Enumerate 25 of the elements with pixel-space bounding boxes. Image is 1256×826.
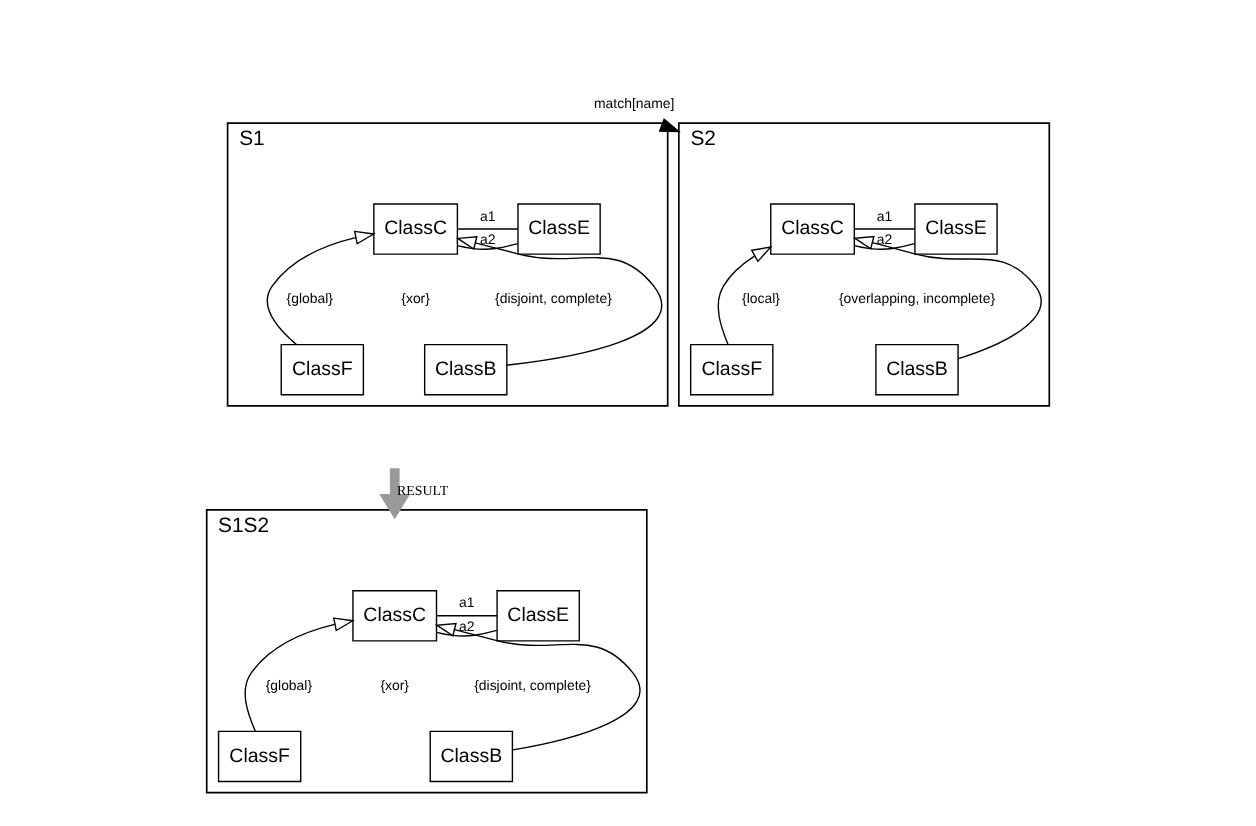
node-box: ClassB bbox=[423, 343, 508, 396]
node-box: ClassE bbox=[496, 590, 580, 642]
node-box: ClassF bbox=[689, 343, 774, 396]
connector bbox=[456, 228, 519, 230]
arrow bbox=[244, 617, 355, 732]
node-box: ClassB bbox=[875, 343, 959, 396]
node-box: ClassC bbox=[352, 590, 438, 642]
node-box: ClassC bbox=[373, 203, 459, 255]
connector bbox=[435, 615, 498, 617]
arrow bbox=[434, 622, 641, 751]
connector bbox=[853, 228, 916, 230]
node-box: ClassE bbox=[517, 203, 601, 255]
connector bbox=[853, 242, 916, 250]
node-box: ClassC bbox=[770, 203, 855, 255]
node-box: ClassF bbox=[280, 343, 365, 396]
node-box: ClassE bbox=[914, 203, 998, 255]
arrow bbox=[852, 235, 1042, 360]
arrow bbox=[455, 235, 663, 366]
arrow bbox=[379, 468, 411, 520]
arrow bbox=[717, 246, 773, 345]
node-box: ClassF bbox=[217, 730, 302, 783]
node-box: ClassB bbox=[429, 730, 514, 783]
connector bbox=[435, 629, 498, 637]
arrow bbox=[266, 230, 376, 346]
connector bbox=[456, 242, 519, 250]
